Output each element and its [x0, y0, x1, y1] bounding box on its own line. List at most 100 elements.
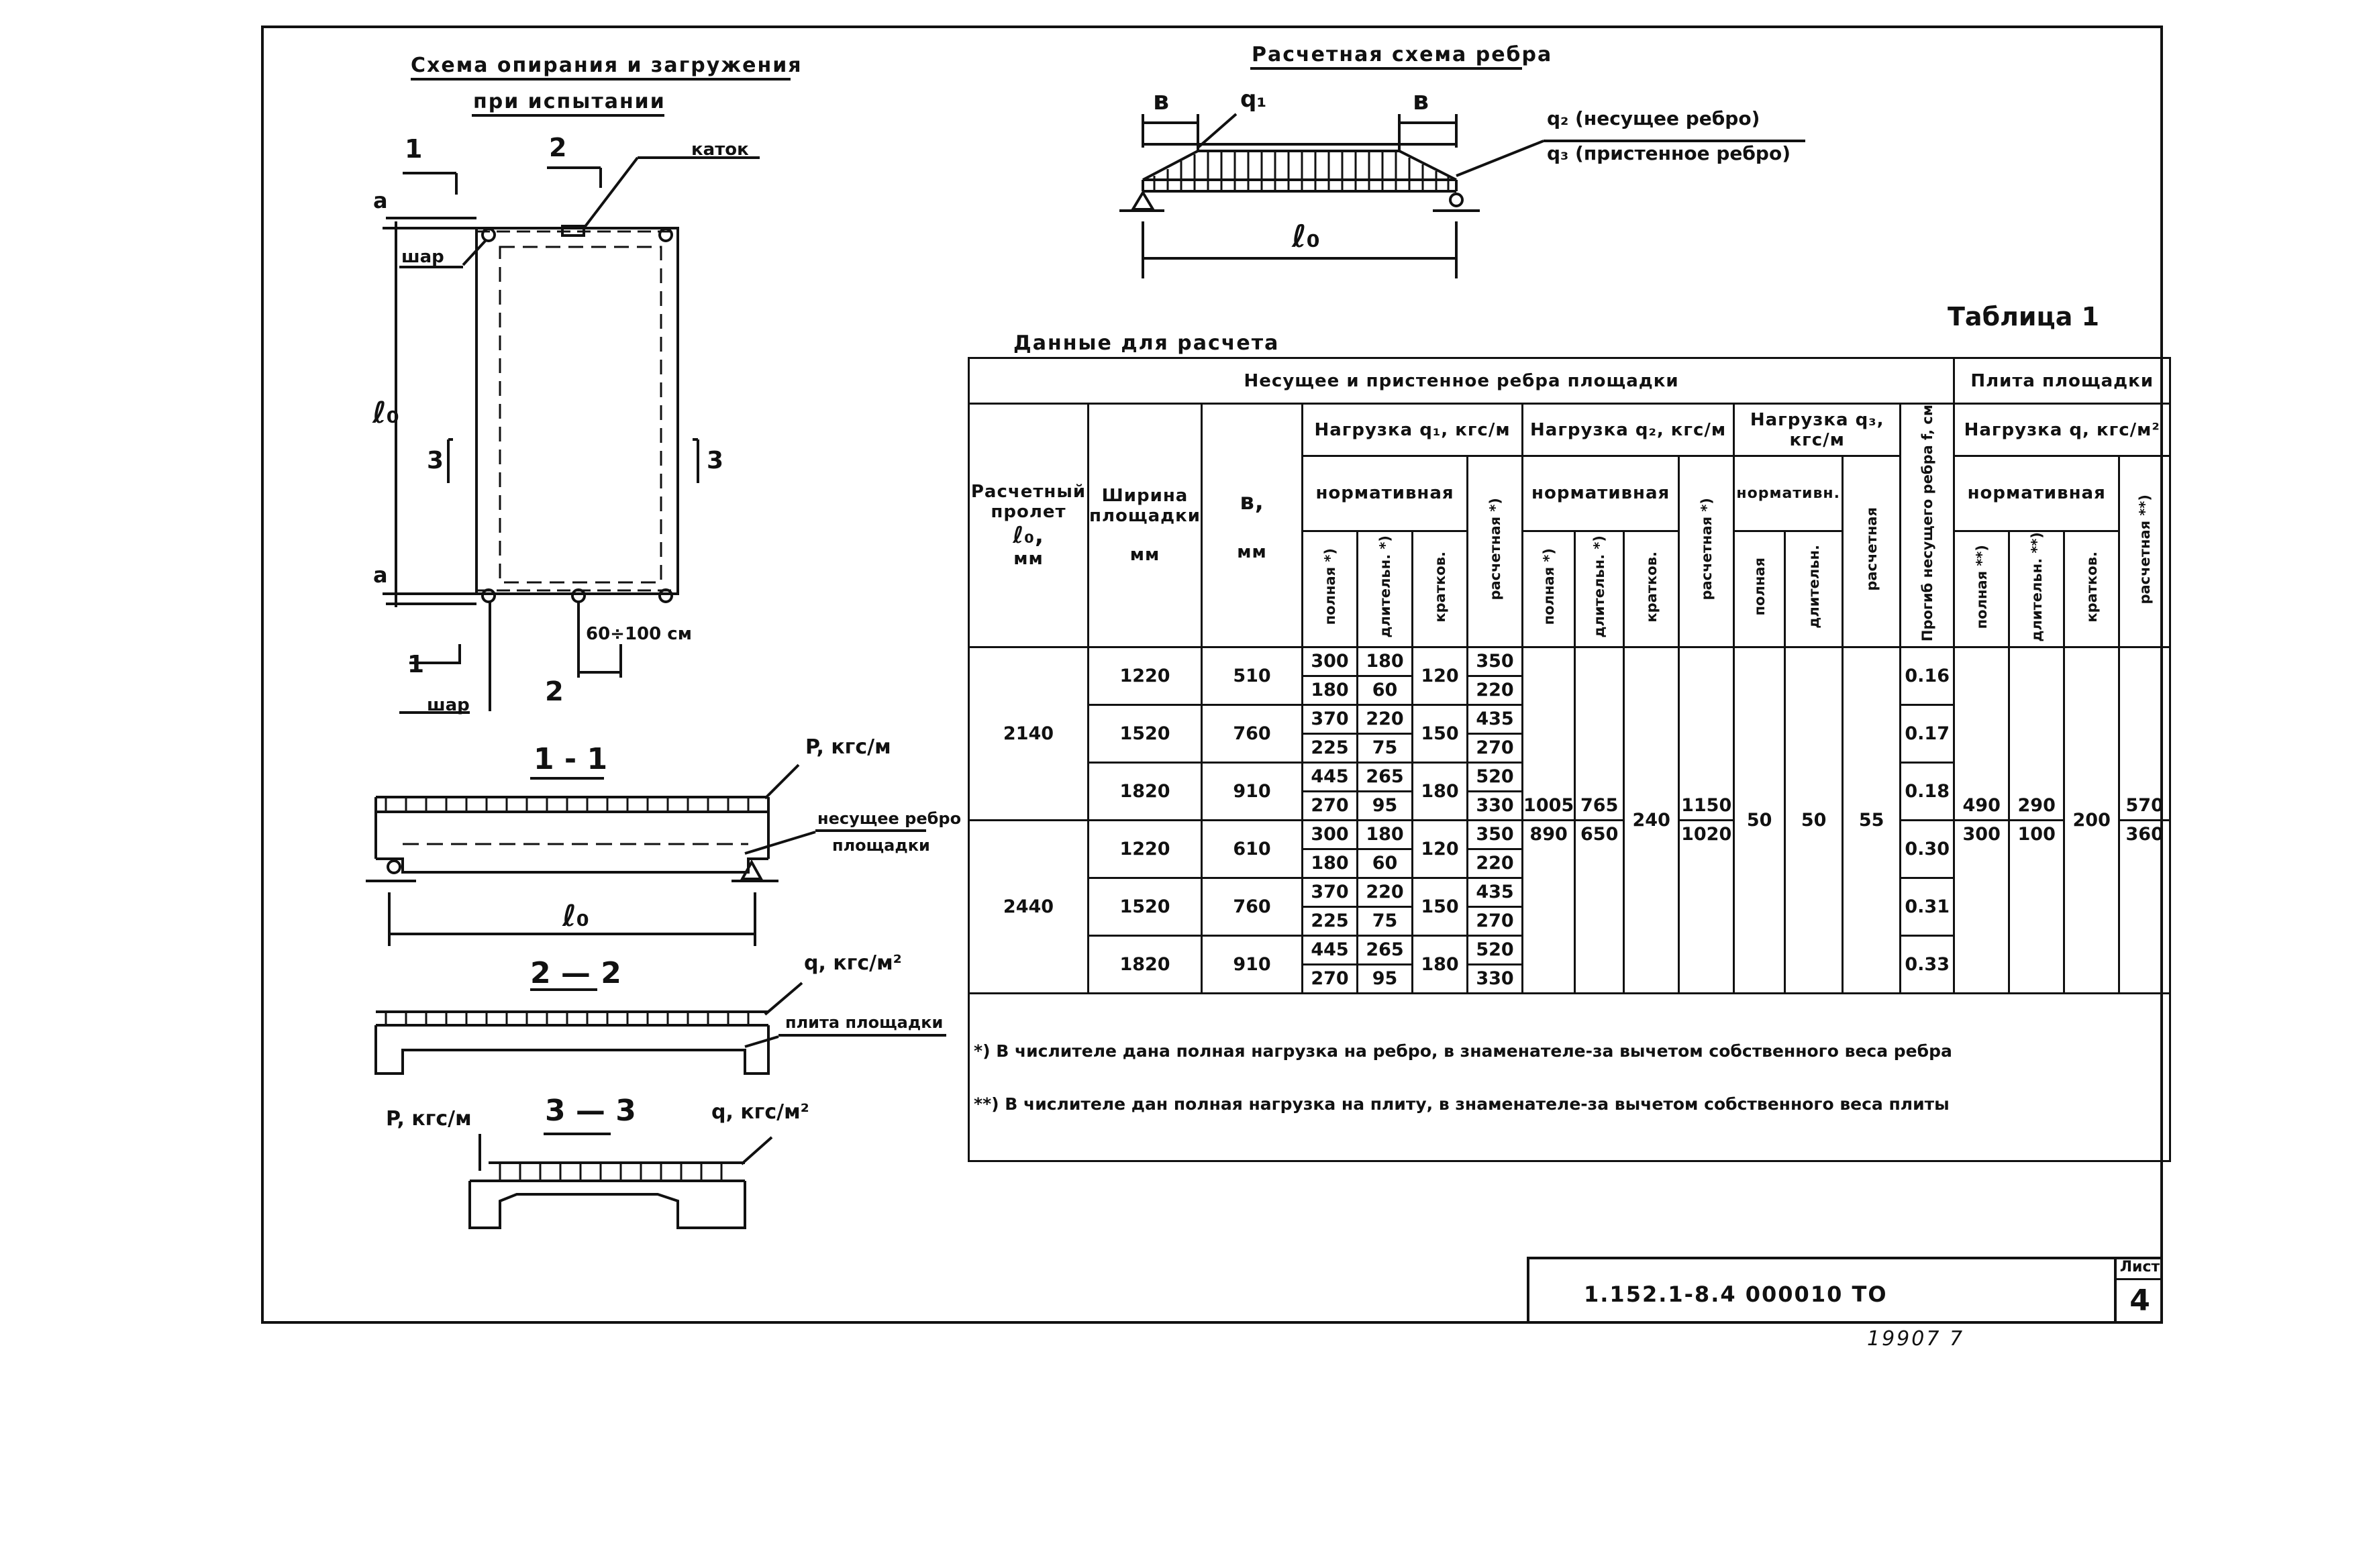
cut1-top: 1 [405, 134, 423, 164]
sheet-box: Лист 4 [2114, 1257, 2163, 1324]
q2-long-text: длительн. *) [1591, 535, 1608, 638]
ball-support [658, 227, 673, 242]
deflection-cell: 0.18 [1899, 762, 1956, 822]
num: 300 [1304, 649, 1356, 678]
num: 180 [1359, 649, 1411, 678]
q2-short-text: кратков. [1643, 551, 1660, 623]
rib-scheme-title: Расчетная схема ребра [1252, 43, 1553, 66]
support-scheme-title-2: при испытании [473, 90, 666, 113]
width-cell: 1220 [1087, 646, 1203, 707]
span-cell: 2440 [968, 819, 1089, 995]
q1-normative: нормативная [1301, 455, 1469, 532]
archive-number: 19907 7 [1867, 1327, 1965, 1351]
den: 890 [1529, 824, 1568, 845]
q2-label: q₂ (несущее ребро) [1547, 107, 1760, 129]
den: 270 [1311, 968, 1349, 990]
col-span-header: Расчетный пролет ℓ₀, мм [968, 402, 1089, 649]
den: 95 [1372, 968, 1398, 990]
rib-callout-2: площадки [832, 836, 930, 855]
den: 270 [1311, 795, 1349, 817]
width-cell: 1520 [1087, 877, 1203, 937]
q3-long-cell: 50 [1784, 646, 1844, 995]
b-cell: 910 [1201, 762, 1304, 822]
ball-support [481, 227, 496, 242]
rib-callout-1: несущее ребро [817, 809, 962, 828]
support-scheme-title-1: Схема опирания и загружения [411, 54, 803, 77]
notes-row: *) В числителе дана полная нагрузка на р… [967, 992, 2172, 1163]
width-cell: 1820 [1087, 762, 1203, 822]
den: 300 [1962, 824, 2001, 845]
q3-calc-cell: 55 [1842, 646, 1902, 995]
ball-support [571, 588, 586, 603]
plate-ribs-dashed [499, 246, 662, 584]
den: 220 [1476, 853, 1514, 874]
roller-label: каток [691, 140, 749, 160]
den: 225 [1311, 910, 1349, 932]
rib-scheme [1119, 113, 1805, 278]
b-cell: 760 [1201, 877, 1304, 937]
q1-label: q₁ [1240, 86, 1267, 113]
q1-short-header: кратков. [1411, 529, 1469, 649]
num: 220 [1359, 880, 1411, 908]
den: 100 [2017, 824, 2056, 845]
section-3-3-title: 3 — 3 [545, 1094, 636, 1128]
group-slab-header: Плита площадки [1953, 357, 2172, 405]
cut3-left: 3 [427, 447, 444, 474]
section-2-2 [374, 982, 946, 1075]
width-cell: 1520 [1087, 704, 1203, 764]
num: 520 [1469, 938, 1521, 966]
num: 490 [1956, 792, 2007, 822]
den: 360 [2125, 824, 2164, 845]
data-table: Несущее и пристенное ребра площадки Плит… [967, 357, 2172, 1163]
q3-long-text: длительн. [1805, 545, 1822, 629]
ball-support [481, 588, 496, 603]
section-1-1 [366, 764, 926, 946]
note-2: **) В числителе дан полная нагрузка на п… [974, 1094, 1950, 1114]
deflection-header: Прогиб несущего ребра f, см [1899, 402, 1956, 649]
col-width-line2: площадки [1089, 506, 1201, 527]
num: 180 [1359, 823, 1411, 851]
b-right: в [1413, 86, 1429, 115]
data-label: Данные для расчета [1013, 331, 1280, 355]
roller-support [561, 225, 585, 237]
den: 75 [1372, 737, 1398, 759]
q-short-text: кратков. [2083, 551, 2100, 623]
num: 220 [1359, 707, 1411, 735]
col-span-line3: ℓ₀, [1013, 522, 1044, 550]
section-span-label: ℓ₀ [562, 899, 590, 933]
q3-calc-text: расчетная [1863, 507, 1880, 591]
q1-short-cell: 180 [1411, 762, 1469, 822]
den: 60 [1372, 680, 1398, 701]
q1-calc-text: расчетная *) [1486, 498, 1503, 600]
q3-normative: нормативн. [1733, 455, 1844, 532]
q1-calc-header: расчетная *) [1466, 454, 1524, 649]
b-cell: 610 [1201, 819, 1304, 880]
q3-full-text: полная [1751, 558, 1768, 616]
den: 220 [1476, 680, 1514, 701]
q2-short-header: кратков. [1623, 529, 1680, 649]
num: 370 [1304, 707, 1356, 735]
num: 300 [1304, 823, 1356, 851]
q2-full-text: полная *) [1540, 548, 1557, 625]
b-left: в [1153, 86, 1170, 115]
col-span-line4: мм [1013, 549, 1044, 570]
num: 350 [1469, 649, 1521, 678]
load-q2-header: Нагрузка q₂, кгс/м [1521, 403, 1735, 457]
deflection-cell: 0.30 [1899, 819, 1956, 880]
span-label: ℓ₀ [372, 396, 400, 430]
load-arrows-1-1 [385, 798, 750, 811]
q2-full-header: полная *) [1521, 529, 1576, 649]
den: 650 [1580, 824, 1619, 845]
den: 330 [1476, 795, 1514, 817]
